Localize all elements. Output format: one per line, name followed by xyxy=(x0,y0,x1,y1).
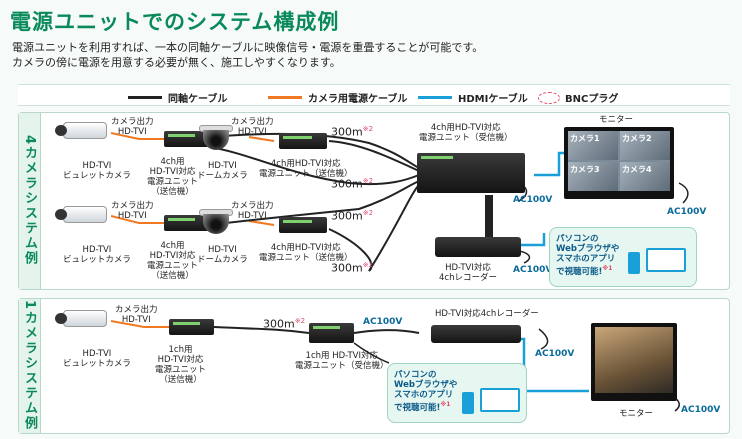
ac100v-label: AC100V xyxy=(667,207,707,217)
monitor-icon: カメラ1 カメラ2 カメラ3 カメラ4 xyxy=(564,127,674,199)
description-line-1: 電源ユニットを利用すれば、一本の同軸ケーブルに映像信号・電源を重畳することが可能… xyxy=(12,41,484,54)
description-line-2: カメラの傍に電源を用意する必要が無く、施工しやすくなります。 xyxy=(12,56,341,69)
psu-4ch-tx-inline-label: 4ch用HD-TVI対応電源ユニット（送信機） xyxy=(259,159,353,179)
legend-coax: 同軸ケーブル xyxy=(128,90,227,105)
distance-label: 300m※2 xyxy=(331,177,374,191)
coax-swatch xyxy=(128,96,162,99)
camera-3-view: カメラ3 xyxy=(568,162,618,191)
bullet-camera-icon xyxy=(53,307,109,331)
laptop-icon xyxy=(480,388,520,412)
camera-1-view: カメラ1 xyxy=(568,131,618,160)
monitor-icon xyxy=(591,323,677,401)
power-unit-receiver-icon xyxy=(417,153,525,193)
remote-viewing-bubble: パソコンの Webブラウザや スマホのアプリ で視聴可能!※1 xyxy=(387,363,527,423)
ac100v-label: AC100V xyxy=(363,317,403,327)
description: 電源ユニットを利用すれば、一本の同軸ケーブルに映像信号・電源を重畳することが可能… xyxy=(12,40,483,70)
remote-viewing-text: パソコンの Webブラウザや スマホのアプリ で視聴可能!※1 xyxy=(556,234,620,277)
distance-label: 300m※2 xyxy=(263,317,306,331)
recorder-label: HD-TVI対応4chレコーダー xyxy=(435,309,539,319)
monitor-label: モニター xyxy=(599,115,634,125)
psu-4ch-tx-inline-label: 4ch用HD-TVI対応電源ユニット（送信機） xyxy=(259,243,353,263)
power-unit-transmitter-icon xyxy=(164,215,209,231)
dome-camera-icon xyxy=(199,209,233,235)
camera-power-swatch xyxy=(268,96,302,99)
ac100v-label: AC100V xyxy=(513,195,553,205)
recorder-icon xyxy=(435,237,521,257)
camera-4-view: カメラ4 xyxy=(620,162,670,191)
page-title: 電源ユニットでのシステム構成例 xyxy=(10,10,340,34)
distance-label: 300m※2 xyxy=(331,209,374,223)
legend-camera-power: カメラ用電源ケーブル xyxy=(268,90,407,105)
one-camera-side-label: 1カメラシステム例 xyxy=(19,299,41,433)
distance-label: 300m※2 xyxy=(331,261,374,275)
four-camera-side-label: 4カメラシステム例 xyxy=(19,113,41,289)
ac100v-label: AC100V xyxy=(513,265,553,275)
hdmi-swatch xyxy=(418,96,452,99)
remote-viewing-bubble: パソコンの Webブラウザや スマホのアプリ で視聴可能!※1 xyxy=(549,227,697,287)
psu-4ch-rx-label: 4ch用HD-TVI対応電源ユニット（受信機） xyxy=(419,123,513,143)
power-unit-transmitter-icon xyxy=(164,131,209,147)
power-unit-receiver-icon xyxy=(309,323,354,343)
legend-hdmi: HDMIケーブル xyxy=(418,90,528,105)
psu-1ch-rx-label: 1ch用 HD-TVI対応電源ユニット（受信機） xyxy=(295,351,389,371)
power-unit-transmitter-icon xyxy=(279,133,327,149)
remote-viewing-text: パソコンの Webブラウザや スマホのアプリ で視聴可能!※1 xyxy=(394,370,458,413)
bullet-camera-icon xyxy=(53,119,109,143)
monitor-label: モニター xyxy=(619,409,654,419)
monitor-screen: カメラ1 カメラ2 カメラ3 カメラ4 xyxy=(568,131,670,191)
legend: 同軸ケーブル カメラ用電源ケーブル HDMIケーブル BNCプラグ xyxy=(18,84,730,106)
monitor-screen xyxy=(595,327,673,393)
distance-label: 300m※2 xyxy=(331,125,374,139)
smartphone-icon xyxy=(628,252,640,274)
laptop-icon xyxy=(646,248,686,272)
legend-bnc: BNCプラグ xyxy=(538,90,618,105)
bullet-camera-icon xyxy=(53,203,109,227)
ac100v-label: AC100V xyxy=(681,405,721,415)
dome-camera-icon xyxy=(199,125,233,151)
smartphone-icon xyxy=(462,392,474,414)
camera-2-view: カメラ2 xyxy=(620,131,670,160)
power-unit-transmitter-icon xyxy=(279,217,327,233)
power-unit-transmitter-icon xyxy=(169,319,214,335)
bnc-plug-icon xyxy=(538,91,560,104)
ac100v-label: AC100V xyxy=(535,349,575,359)
recorder-icon xyxy=(431,325,521,343)
